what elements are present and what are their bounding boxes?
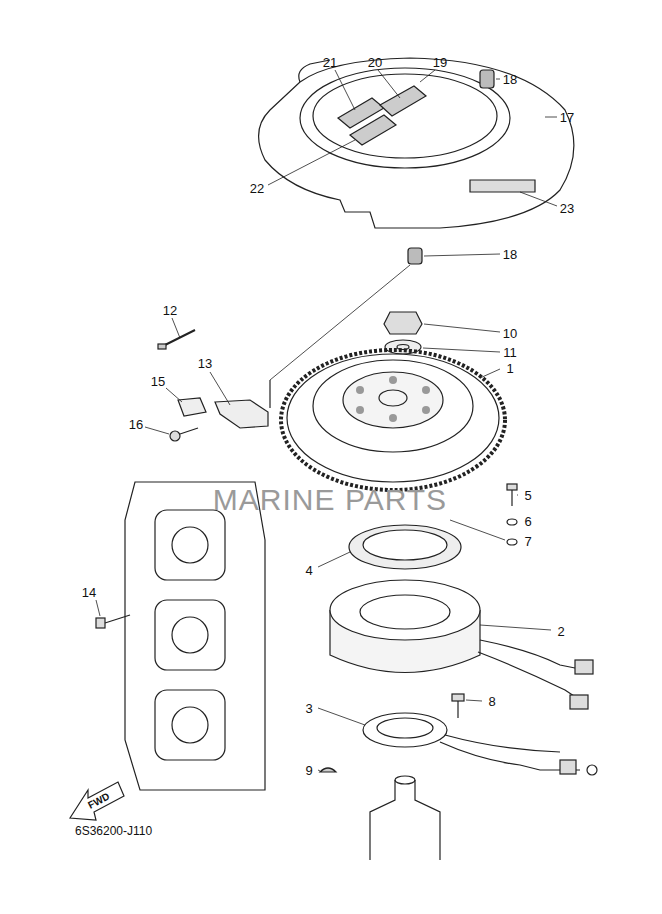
diagram-code: 6S36200-J110 — [75, 825, 152, 837]
callout-number: 14 — [82, 586, 96, 599]
callout-number: 3 — [305, 702, 312, 715]
callout-number: 2 — [557, 625, 564, 638]
callout-number: 16 — [129, 418, 143, 431]
callout-number: 21 — [323, 56, 337, 69]
callout-number: 22 — [250, 182, 264, 195]
callout-number: 18 — [503, 248, 517, 261]
callout-number: 1 — [506, 362, 513, 375]
callout-number: 17 — [560, 111, 574, 124]
callout-number: 20 — [368, 56, 382, 69]
callout-number: 4 — [305, 564, 312, 577]
callout-number: 15 — [151, 375, 165, 388]
callout-number: 12 — [163, 304, 177, 317]
callout-number: 13 — [198, 357, 212, 370]
callout-number: 23 — [560, 202, 574, 215]
callout-number: 5 — [524, 489, 531, 502]
callout-number: 19 — [433, 56, 447, 69]
callout-number: 6 — [524, 515, 531, 528]
callout-number: 7 — [524, 535, 531, 548]
callout-number: 11 — [503, 346, 517, 359]
callout-number: 18 — [503, 73, 517, 86]
callout-number: 8 — [488, 695, 495, 708]
callout-number: 10 — [503, 327, 517, 340]
watermark: MARINE PARTS — [213, 485, 447, 515]
callout-number: 9 — [305, 764, 312, 777]
